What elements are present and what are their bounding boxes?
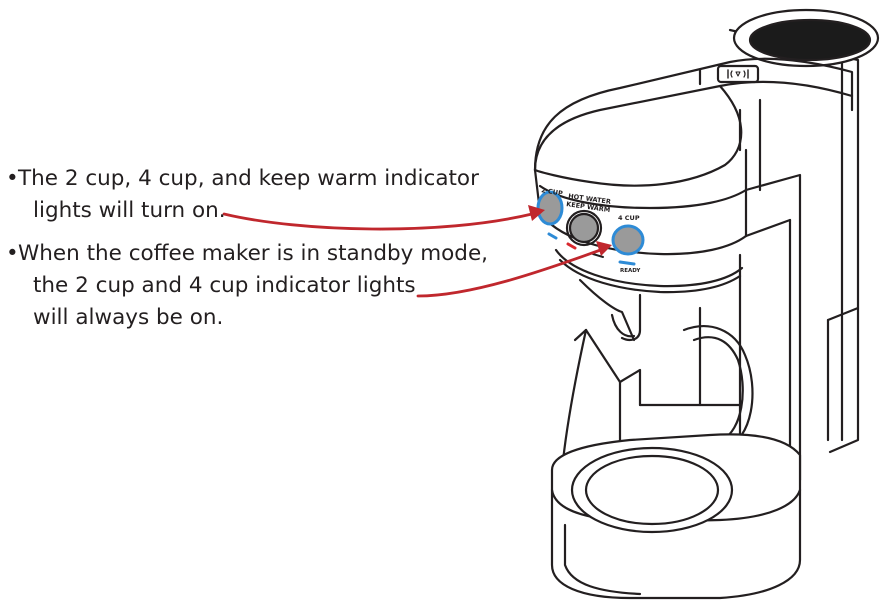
machine-body <box>533 57 854 482</box>
four-cup-button <box>611 224 645 256</box>
arrow-to-2-cup <box>222 212 534 231</box>
arrow-to-4-cup <box>416 246 608 298</box>
reservoir-lid <box>732 8 880 68</box>
hot-water-button <box>565 209 603 247</box>
bullet-2-line-2: the 2 cup and 4 cup indicator lights <box>33 273 416 298</box>
wireless-signal-icon <box>716 64 760 84</box>
label-4-cup: 4 CUP <box>618 214 640 222</box>
bullet-1-line-1: The 2 cup, 4 cup, and keep warm indicato… <box>18 166 479 191</box>
bullet-2-line-1: When the coffee maker is in standby mode… <box>18 241 489 266</box>
bullet-1-line-2: lights will turn on. <box>33 198 226 223</box>
indicator-lights <box>547 232 636 266</box>
brew-funnel <box>578 278 642 342</box>
arrow-heads <box>528 205 612 256</box>
label-ready: READY <box>620 268 641 274</box>
bullet-1: •The 2 cup, 4 cup, and keep warm indicat… <box>6 163 506 227</box>
drip-tray-base <box>550 433 802 600</box>
bullet-2-line-3: will always be on. <box>33 305 224 330</box>
control-panel-base <box>554 248 744 294</box>
callout-arrows <box>222 212 608 298</box>
bullet-2: •When the coffee maker is in standby mod… <box>6 238 506 334</box>
label-2-cup: 2 CUP <box>541 186 564 198</box>
instruction-bullets: •The 2 cup, 4 cup, and keep warm indicat… <box>6 163 506 345</box>
